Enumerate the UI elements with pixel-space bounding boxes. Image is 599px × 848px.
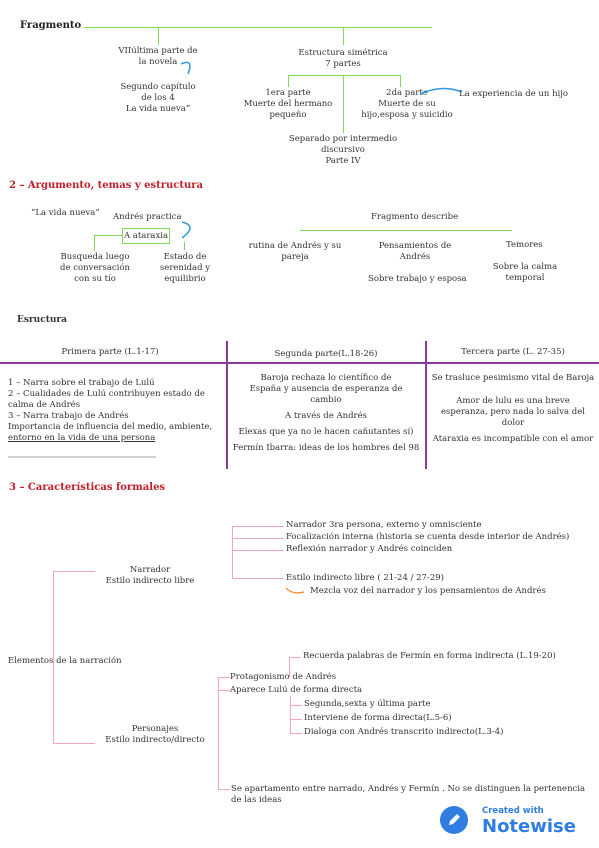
col1-content: 1 – Narra sobre el trabajo de Lulú 2 – C… [8, 378, 213, 443]
ataraxia-left-line [94, 235, 122, 236]
n-item-3: Reflexión narrador y Andrés coinciden [286, 544, 453, 554]
part2-line [400, 75, 401, 87]
estado-line [184, 242, 185, 250]
hook-stroke-icon [285, 587, 305, 594]
estructura-title: Esructura [17, 315, 67, 325]
andres-practica-label: Andrés practica [113, 212, 182, 222]
col-header-3: Tercera parte (L. 27-35) [461, 347, 565, 357]
n-item-2: Focalización interna (historia se cuenta… [286, 532, 570, 542]
narrador-trunk [232, 526, 233, 578]
table-top-border [0, 362, 599, 364]
recuerda-item: Recuerda palabras de Fermín en forma ind… [303, 651, 556, 661]
ataraxia-label: A ataraxia [123, 231, 169, 241]
curl-stroke-icon [181, 221, 191, 239]
top-connector [84, 27, 432, 28]
separa-item: Se apartamento entre narrado, Andrés y F… [231, 784, 586, 805]
p-branch-2 [218, 690, 230, 691]
col3-content: Se trasluce pesimismo vital de Baroja Am… [431, 373, 595, 444]
left-branch-line [158, 27, 159, 45]
part1-line [288, 75, 289, 87]
lulu-branch-2 [290, 719, 302, 720]
p-branch-3 [218, 789, 230, 790]
fragmento-title: Fragmento [20, 20, 82, 31]
fragmento-describe-label: Fragmento describe [371, 212, 459, 222]
lulu-item-2: Interviene de forma directa(L.5-6) [304, 713, 452, 723]
protagonismo-item: Protagonismo de Andrés [230, 672, 337, 682]
fragmento-connector [300, 230, 512, 231]
pencil-icon [449, 814, 460, 825]
col2-content: Baroja rechaza lo científico de España y… [232, 373, 420, 453]
narrador-branch [53, 571, 95, 572]
n-branch-4 [232, 578, 284, 579]
col-header-2: Segunda parte(L.18-26) [274, 349, 378, 359]
temores-label: Temores [506, 240, 543, 250]
n-branch-3 [232, 550, 284, 551]
table-divider-2 [425, 341, 427, 469]
root-node: Elementos de la narración [8, 656, 122, 666]
right-branch-line [343, 27, 344, 45]
section3-title: 3 – Características formales [9, 482, 166, 493]
n-item-4: Estilo indirecto libre ( 21-24 / 27-29) [286, 573, 444, 583]
notewise-logo [440, 806, 468, 834]
n-branch-2 [232, 538, 284, 539]
badge-line1: Created with [482, 806, 544, 816]
vida-nueva-label: “La vida nueva” [31, 208, 100, 218]
recuerda-trunk [289, 657, 290, 677]
col-header-1: Primera parte (L.1-17) [61, 347, 159, 357]
busqueda-line [94, 235, 95, 251]
personajes-branch [53, 743, 95, 744]
recuerda-branch [289, 657, 301, 658]
lulu-item-3: Dialoga con Andrés transcrito indirecto(… [304, 727, 504, 737]
lulu-branch-1 [290, 705, 302, 706]
parts-connector [288, 75, 400, 76]
n-item-1: Narrador 3ra persona, externo y omniscie… [286, 520, 482, 530]
aparece-item: Aparece Lulú de forma directa [230, 685, 363, 695]
lulu-item-1: Segunda,sexta y última parte [304, 699, 431, 709]
n-sub-item: Mezcla voz del narrador y los pensamient… [310, 586, 546, 596]
middle-line [343, 75, 344, 133]
ataraxia-box [122, 228, 170, 244]
table-divider-1 [226, 341, 228, 469]
badge-line2: Notewise [482, 816, 576, 837]
lulu-trunk [290, 696, 291, 733]
personajes-trunk [218, 677, 219, 789]
n-branch-1 [232, 526, 284, 527]
part2-note: La experiencia de un hijo [459, 89, 569, 99]
sobre-trabajo-label: Sobre trabajo y esposa [368, 274, 467, 284]
root-trunk [53, 571, 54, 743]
lulu-branch-3 [290, 733, 302, 734]
section2-title: 2 – Argumento, temas y estructura [9, 180, 203, 191]
p-branch-1 [218, 677, 230, 678]
